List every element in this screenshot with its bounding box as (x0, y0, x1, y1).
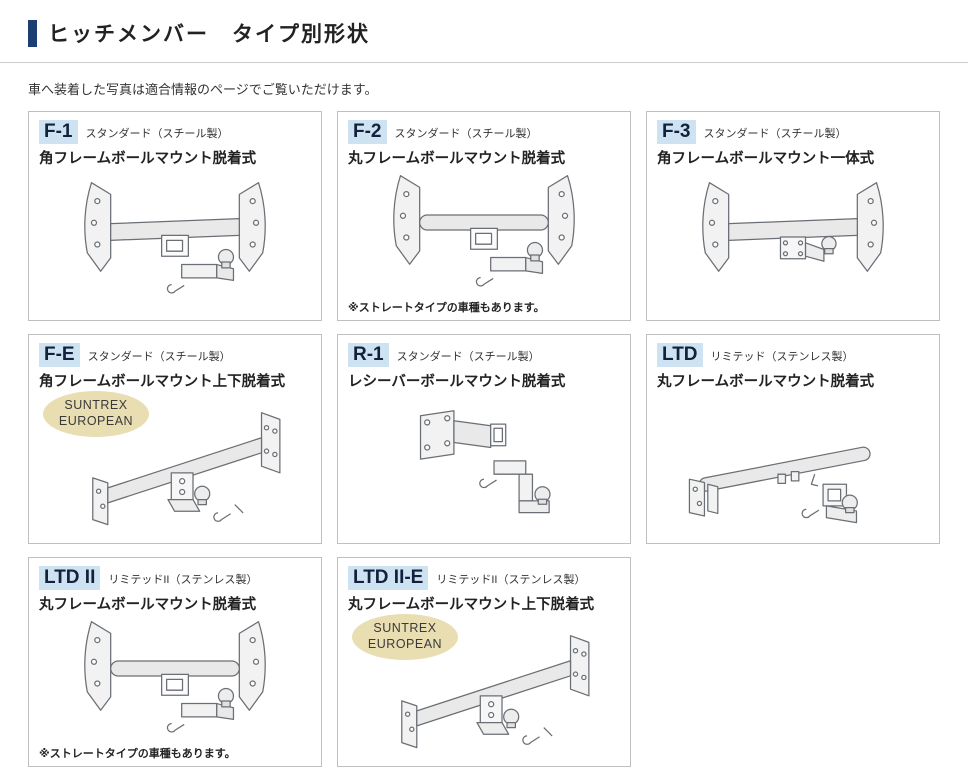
type-grade: スタンダード（スチール製） (394, 128, 538, 140)
round-tube-drawing (662, 394, 924, 536)
type-name: 丸フレームボールマウント脱着式 (348, 150, 566, 167)
type-code: F-3 (657, 120, 696, 144)
type-grade: リミテッドII（ステンレス製） (108, 574, 258, 586)
type-grade: スタンダード（スチール製） (703, 128, 847, 140)
type-code: LTD II (39, 566, 101, 590)
hitch-type-card-f3: F-3 スタンダード（スチール製） 角フレームボールマウント一体式 (646, 111, 940, 321)
type-name: 角フレームボールマウント脱着式 (39, 150, 257, 167)
hitch-type-grid: F-1 スタンダード（スチール製） 角フレームボールマウント脱着式 F-2 スタ… (0, 111, 968, 767)
hitch-illustration (348, 168, 620, 302)
straight-type-note: ※ストレートタイプの車種もあります。 (39, 748, 236, 760)
hitch-type-card-ltd: LTD リミテッド（ステンレス製） 丸フレームボールマウント脱着式 (646, 334, 940, 544)
badge-line1: SUNTREX (64, 398, 128, 413)
type-grade: スタンダード（スチール製） (396, 351, 540, 363)
hitch-illustration (39, 614, 311, 748)
page-subtitle: 車へ装着した写真は適合情報のページでご覧いただけます。 (28, 82, 378, 97)
type-code: F-1 (39, 120, 78, 144)
hitch-type-card-f1: F-1 スタンダード（スチール製） 角フレームボールマウント脱着式 (28, 111, 322, 321)
suntrex-european-badge: SUNTREX EUROPEAN (43, 390, 149, 437)
type-code: R-1 (348, 343, 389, 367)
round-frame-drawing (353, 164, 615, 306)
square-frame-drawing (44, 171, 306, 313)
hitch-illustration (657, 168, 929, 316)
page-title: ヒッチメンバー タイプ別形状 (48, 23, 370, 46)
suntrex-european-badge: SUNTREX EUROPEAN (352, 613, 458, 660)
page-header: ヒッチメンバー タイプ別形状 (0, 12, 968, 63)
title-accent-bar (28, 19, 37, 47)
hitch-type-card-fe: F-E スタンダード（スチール製） 角フレームボールマウント上下脱着式 SUNT… (28, 334, 322, 544)
type-name: 丸フレームボールマウント脱着式 (657, 373, 875, 390)
hitch-type-card-f2: F-2 スタンダード（スチール製） 丸フレームボールマウント脱着式 ※ストレート… (337, 111, 631, 321)
type-code: F-E (39, 343, 80, 367)
type-name: 丸フレームボールマウント脱着式 (39, 596, 257, 613)
hitch-type-card-r1: R-1 スタンダード（スチール製） レシーバーボールマウント脱着式 (337, 334, 631, 544)
straight-type-note: ※ストレートタイプの車種もあります。 (348, 302, 545, 314)
type-name: 丸フレームボールマウント上下脱着式 (348, 596, 595, 613)
type-grade: リミテッド（ステンレス製） (710, 351, 854, 363)
hitch-illustration (348, 391, 620, 539)
hitch-illustration (39, 168, 311, 316)
type-code: LTD (657, 343, 703, 367)
type-grade: スタンダード（スチール製） (87, 351, 231, 363)
type-name: レシーバーボールマウント脱着式 (348, 373, 566, 390)
receiver-drawing (353, 394, 615, 536)
type-grade: リミテッドII（ステンレス製） (436, 574, 586, 586)
round-frame-drawing (44, 610, 306, 752)
type-code: F-2 (348, 120, 387, 144)
type-code: LTD II-E (348, 566, 429, 590)
hitch-type-card-ltd2e: LTD II-E リミテッドII（ステンレス製） 丸フレームボールマウント上下脱… (337, 557, 631, 767)
type-grade: スタンダード（スチール製） (85, 128, 229, 140)
badge-line2: EUROPEAN (58, 413, 134, 428)
square-frame-integrated-drawing (662, 171, 924, 313)
badge-line2: EUROPEAN (367, 636, 443, 651)
hitch-illustration: SUNTREX EUROPEAN (39, 390, 311, 539)
type-name: 角フレームボールマウント上下脱着式 (39, 373, 286, 390)
hitch-illustration (657, 391, 929, 539)
hitch-type-card-ltd2: LTD II リミテッドII（ステンレス製） 丸フレームボールマウント脱着式 ※… (28, 557, 322, 767)
badge-line1: SUNTREX (373, 621, 437, 636)
hitch-illustration: SUNTREX EUROPEAN (348, 613, 620, 762)
type-name: 角フレームボールマウント一体式 (657, 150, 875, 167)
